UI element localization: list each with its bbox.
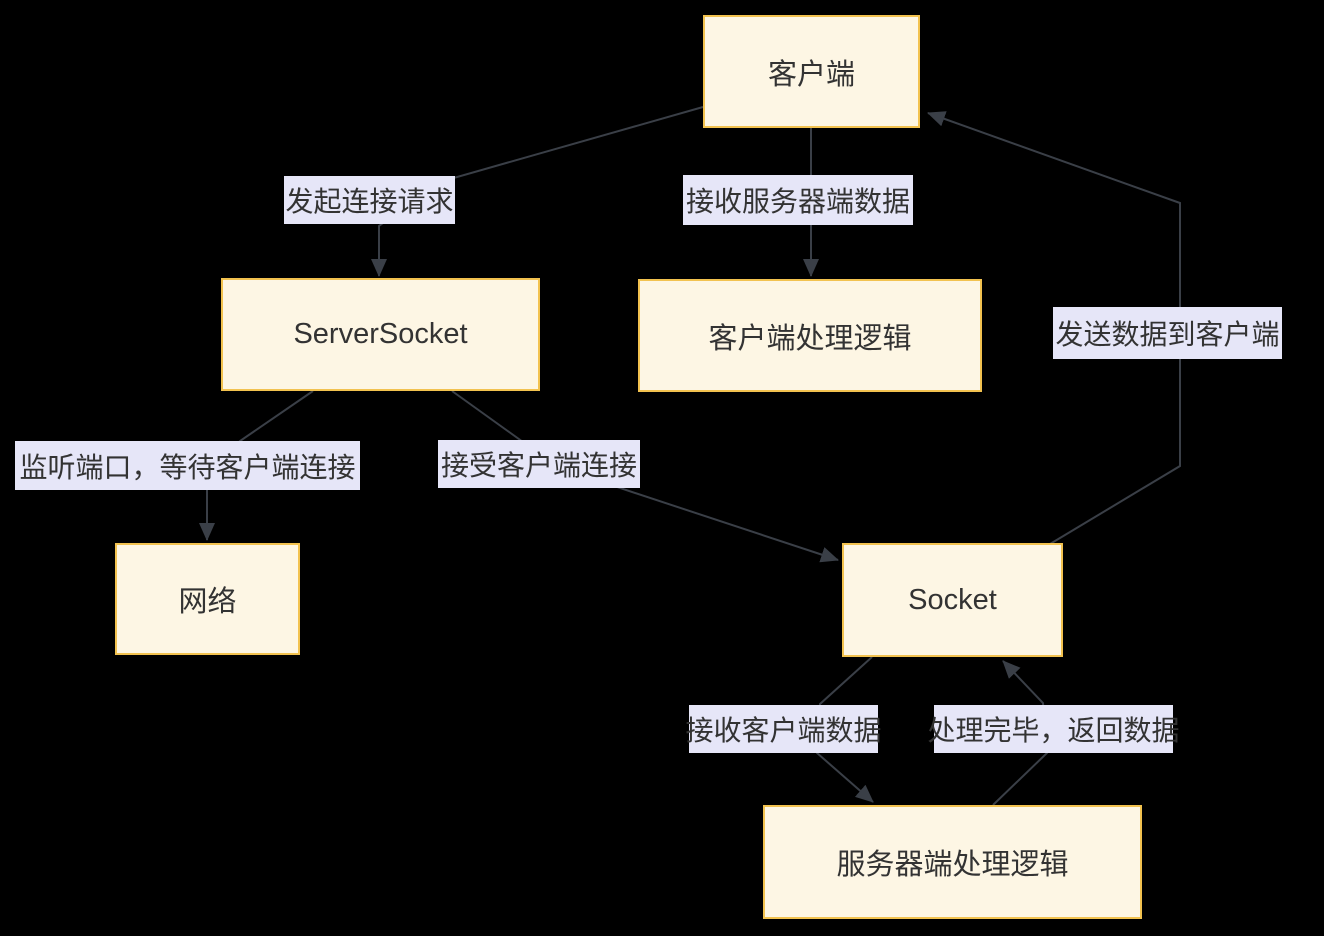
node-client-logic: 客户端处理逻辑 bbox=[638, 279, 982, 392]
edge-label-receive-client-data: 接收客户端数据 bbox=[686, 705, 882, 753]
edge-label-receive-server-data: 接收服务器端数据 bbox=[683, 175, 913, 225]
edge-label-send-data-to-client: 发送数据到客户端 bbox=[1053, 307, 1282, 359]
node-socket: Socket bbox=[842, 543, 1063, 657]
edge-label-listen-port-wait: 监听端口，等待客户端连接 bbox=[15, 441, 360, 490]
node-network: 网络 bbox=[115, 543, 300, 655]
edge-label-accept-client-connection: 接受客户端连接 bbox=[438, 440, 640, 488]
node-server-socket: ServerSocket bbox=[221, 278, 540, 391]
edge-label-initiate-connection: 发起连接请求 bbox=[284, 176, 455, 224]
edge-label-done-return-data: 处理完毕，返回数据 bbox=[928, 705, 1180, 753]
node-server-logic: 服务器端处理逻辑 bbox=[763, 805, 1142, 919]
node-client: 客户端 bbox=[703, 15, 920, 128]
